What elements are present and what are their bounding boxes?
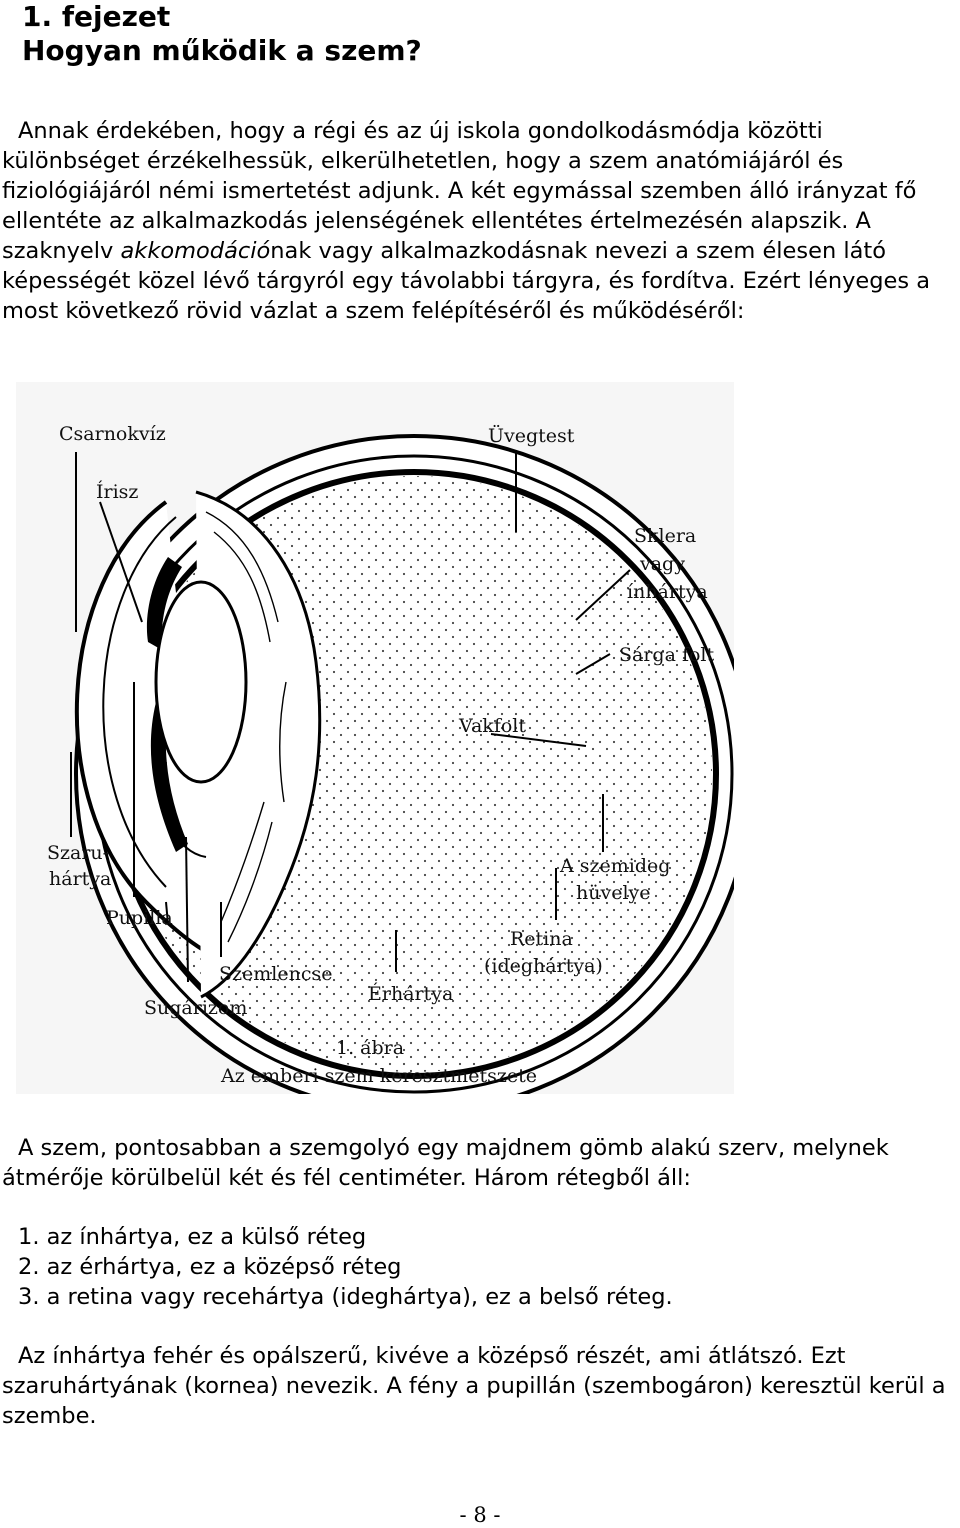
page-number: - 8 - xyxy=(459,1503,501,1527)
label-szemideg-2: hüvelye xyxy=(576,882,651,904)
label-sarga-folt: Sárga folt xyxy=(619,644,715,666)
label-leaders xyxy=(70,450,631,983)
list-item: 2. az érhártya, ez a középső réteg xyxy=(18,1254,402,1280)
label-pupilla: Pupilla xyxy=(106,907,173,929)
intro-paragraph: Annak érdekében, hogy a régi és az új is… xyxy=(2,116,958,326)
chapter-title: Hogyan működik a szem? xyxy=(22,34,422,67)
label-szemlencse: Szemlencse xyxy=(219,963,332,985)
label-sklera-1: Sklera xyxy=(634,525,696,547)
paragraph-2-text: A szem, pontosabban a szemgolyó egy majd… xyxy=(2,1135,889,1191)
intro-term: akkomodáció xyxy=(120,238,271,264)
label-szaruhartya-2: hártya xyxy=(49,868,111,890)
label-vakfolt: Vakfolt xyxy=(458,715,526,737)
intro-text-2: nak vagy alkalmazkodásnak nevezi a szem … xyxy=(2,238,931,324)
figure-caption: Az emberi szem keresztmetszete xyxy=(220,1065,537,1087)
label-csarnokviz: Csarnokvíz xyxy=(59,423,166,445)
label-szaruhartya-1: Szaru- xyxy=(47,842,109,864)
chapter-number: 1. fejezet xyxy=(22,0,171,33)
label-uvegtest: Üvegtest xyxy=(488,424,575,447)
label-irisz: Írisz xyxy=(96,480,138,503)
label-erhartya: Érhártya xyxy=(368,982,453,1005)
figure-number: 1. ábra xyxy=(336,1037,404,1059)
label-retina-2: (ideghártya) xyxy=(484,955,603,977)
eye-diagram: Csarnokvíz Írisz Üvegtest Sklera vagy ín… xyxy=(16,382,754,1114)
label-szemideg-1: A szemideg xyxy=(559,855,670,877)
label-sklera-3: ínhártya xyxy=(627,581,708,603)
chapter-heading: 1. fejezet Hogyan működik a szem? xyxy=(22,0,422,68)
iris xyxy=(146,557,182,650)
paragraph-2: A szem, pontosabban a szemgolyó egy majd… xyxy=(2,1133,958,1193)
paragraph-3-text: Az ínhártya fehér és opálszerű, kivéve a… xyxy=(2,1343,946,1429)
list-item: 3. a retina vagy recehártya (ideghártya)… xyxy=(18,1284,673,1310)
list-item: 1. az ínhártya, ez a külső réteg xyxy=(18,1224,367,1250)
lens xyxy=(154,580,248,784)
label-sugarizom: Sugárizom xyxy=(144,997,247,1019)
label-retina-1: Retina xyxy=(510,928,573,950)
paragraph-3: Az ínhártya fehér és opálszerű, kivéve a… xyxy=(2,1341,958,1431)
intro-text-1: Annak érdekében, hogy a régi és az új is… xyxy=(2,118,917,264)
layer-list: 1. az ínhártya, ez a külső réteg 2. az é… xyxy=(18,1222,673,1312)
label-sklera-2: vagy xyxy=(639,553,685,575)
